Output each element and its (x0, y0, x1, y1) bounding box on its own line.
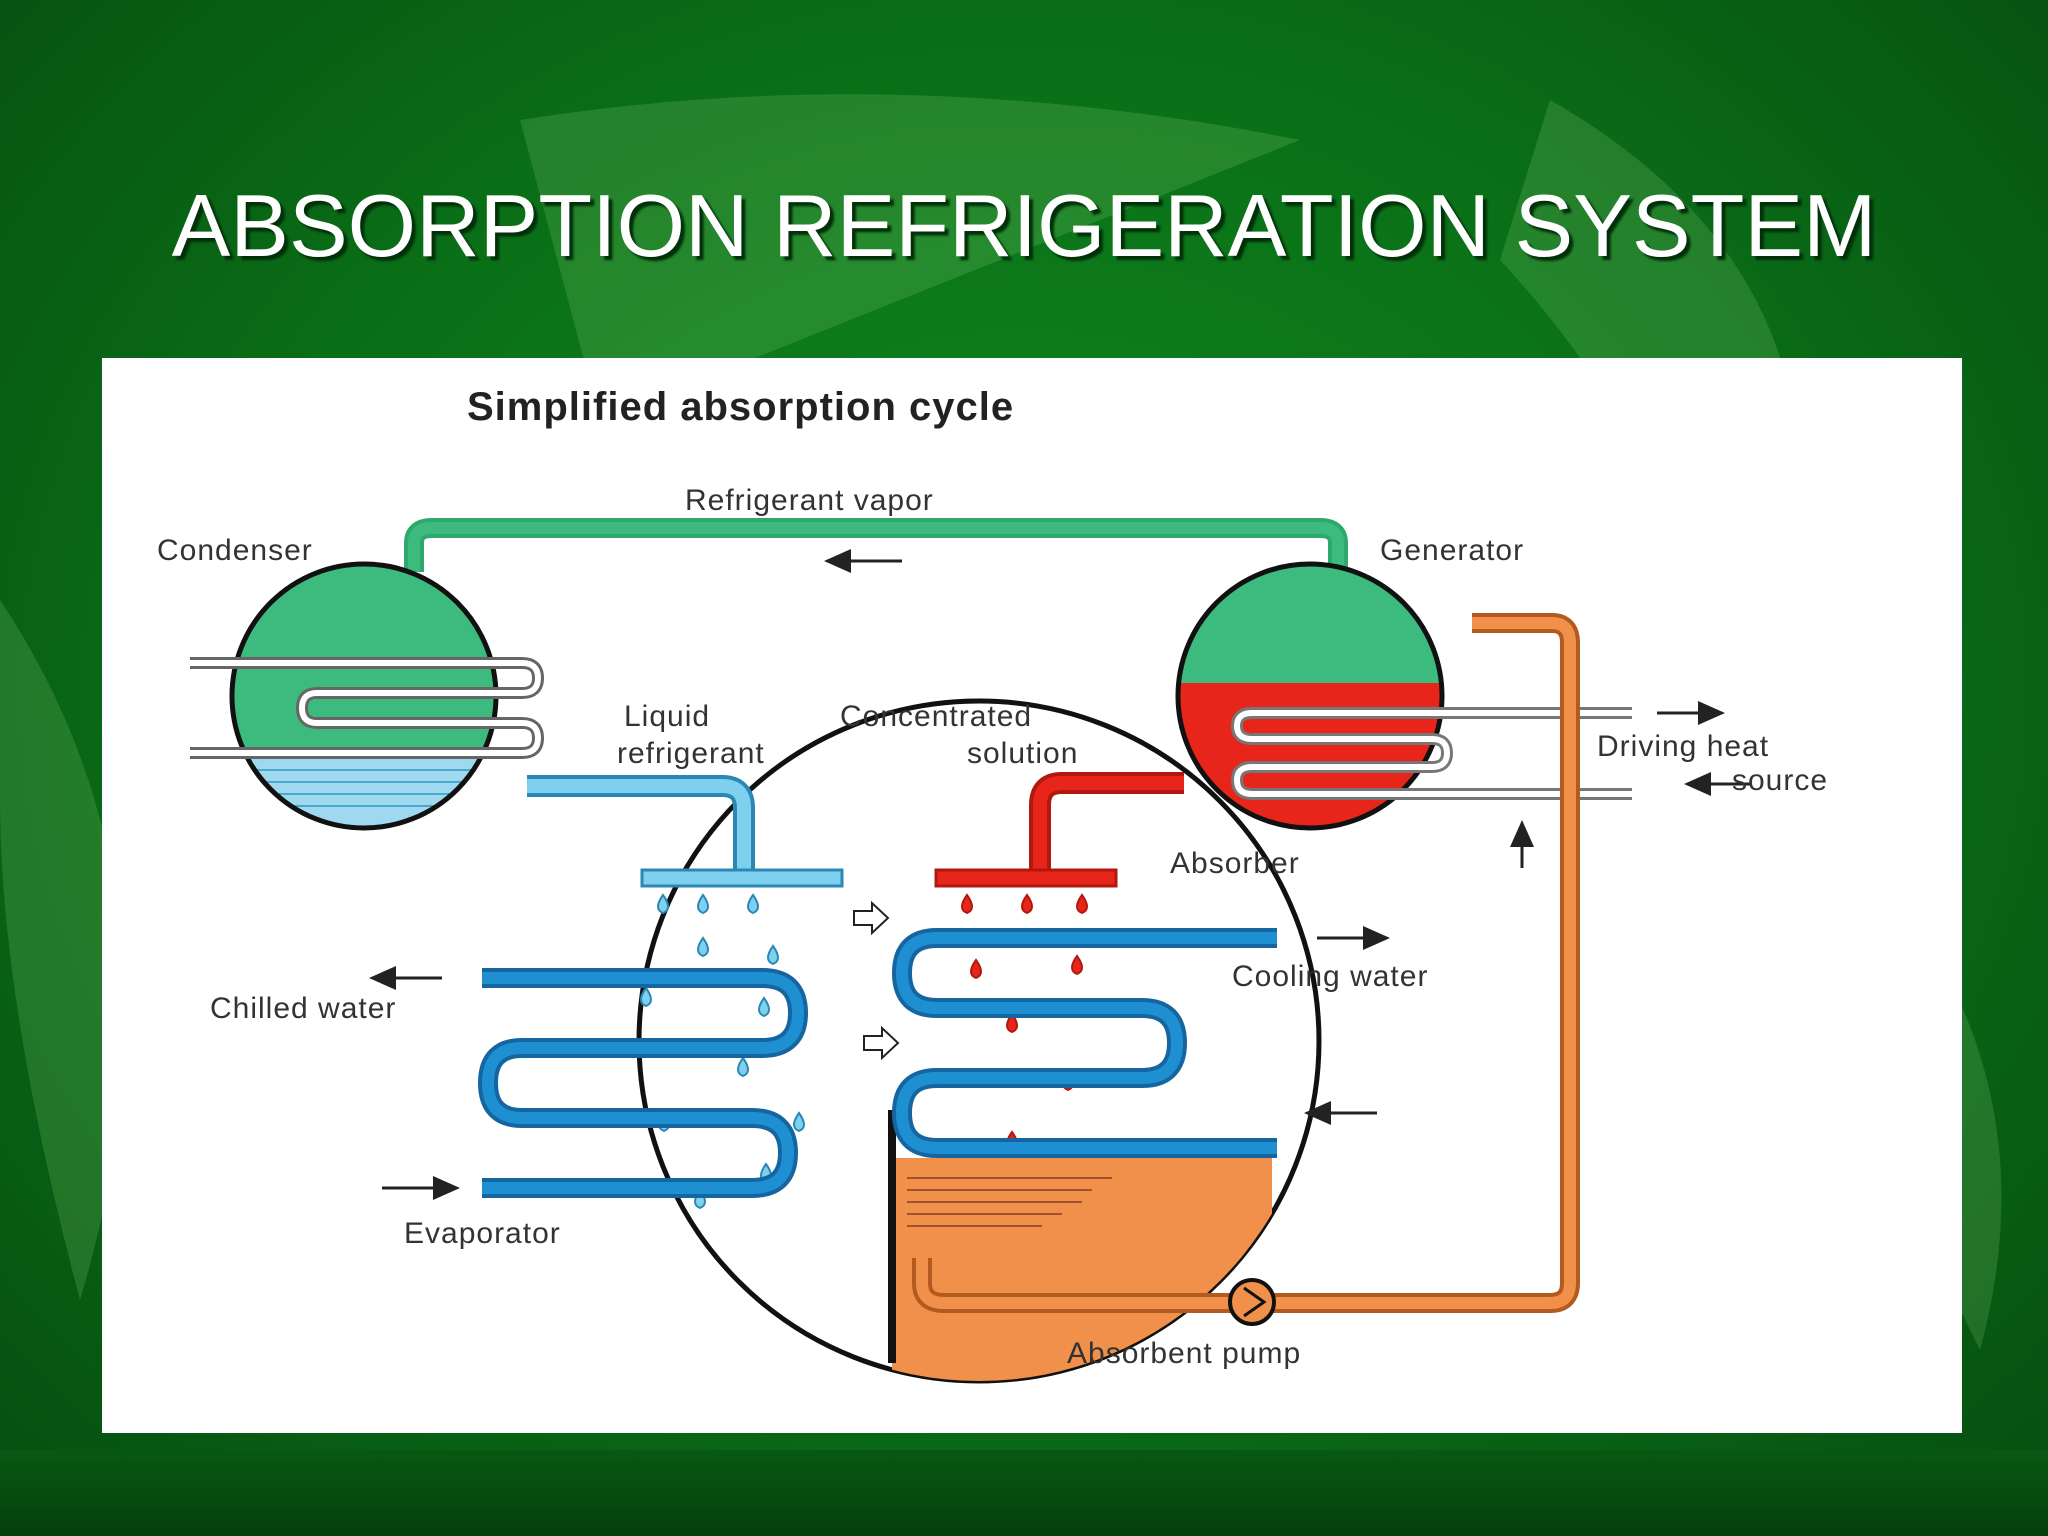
diagram-title: Simplified absorption cycle (467, 385, 1014, 429)
solution-label: solution (967, 737, 1078, 770)
bottom-band (0, 1450, 2048, 1536)
absorption-cycle-diagram: Simplified absorption cycle Condenser (157, 385, 1828, 1384)
absorber-coil (891, 928, 1277, 1158)
evaporator-label: Evaporator (404, 1217, 561, 1250)
refrigerant-vapor-line (404, 518, 1348, 572)
refrigerant-label: refrigerant (617, 737, 765, 770)
driving-heat-label: Driving heat (1597, 730, 1769, 763)
source-label: source (1732, 764, 1828, 797)
absorbent-pump-label: Absorbent pump (1067, 1337, 1301, 1370)
cooling-water-label: Cooling water (1232, 960, 1428, 993)
absorption-cycle-figure: Simplified absorption cycle Condenser (102, 358, 1962, 1433)
absorber-label: Absorber (1170, 847, 1300, 880)
absorbent-spray-header (934, 868, 1118, 888)
refrigerant-spray-header (640, 868, 844, 888)
slide-title: ABSORPTION REFRIGERATION SYSTEM (171, 176, 1877, 275)
vapor-transfer-arrow (853, 900, 890, 936)
absorbent-pump-icon (1228, 1278, 1276, 1326)
generator-label: Generator (1380, 534, 1524, 567)
evaporator-coil (477, 968, 809, 1198)
concentrated-label: Concentrated (840, 700, 1032, 733)
vapor-transfer-arrow-2 (863, 1025, 900, 1061)
refrigerant-vapor-label: Refrigerant vapor (685, 484, 934, 517)
liquid-label: Liquid (624, 700, 710, 733)
condenser-label: Condenser (157, 534, 313, 567)
condenser-vessel (190, 561, 545, 831)
chilled-water-label: Chilled water (210, 992, 396, 1025)
generator-vessel (1175, 561, 1632, 831)
